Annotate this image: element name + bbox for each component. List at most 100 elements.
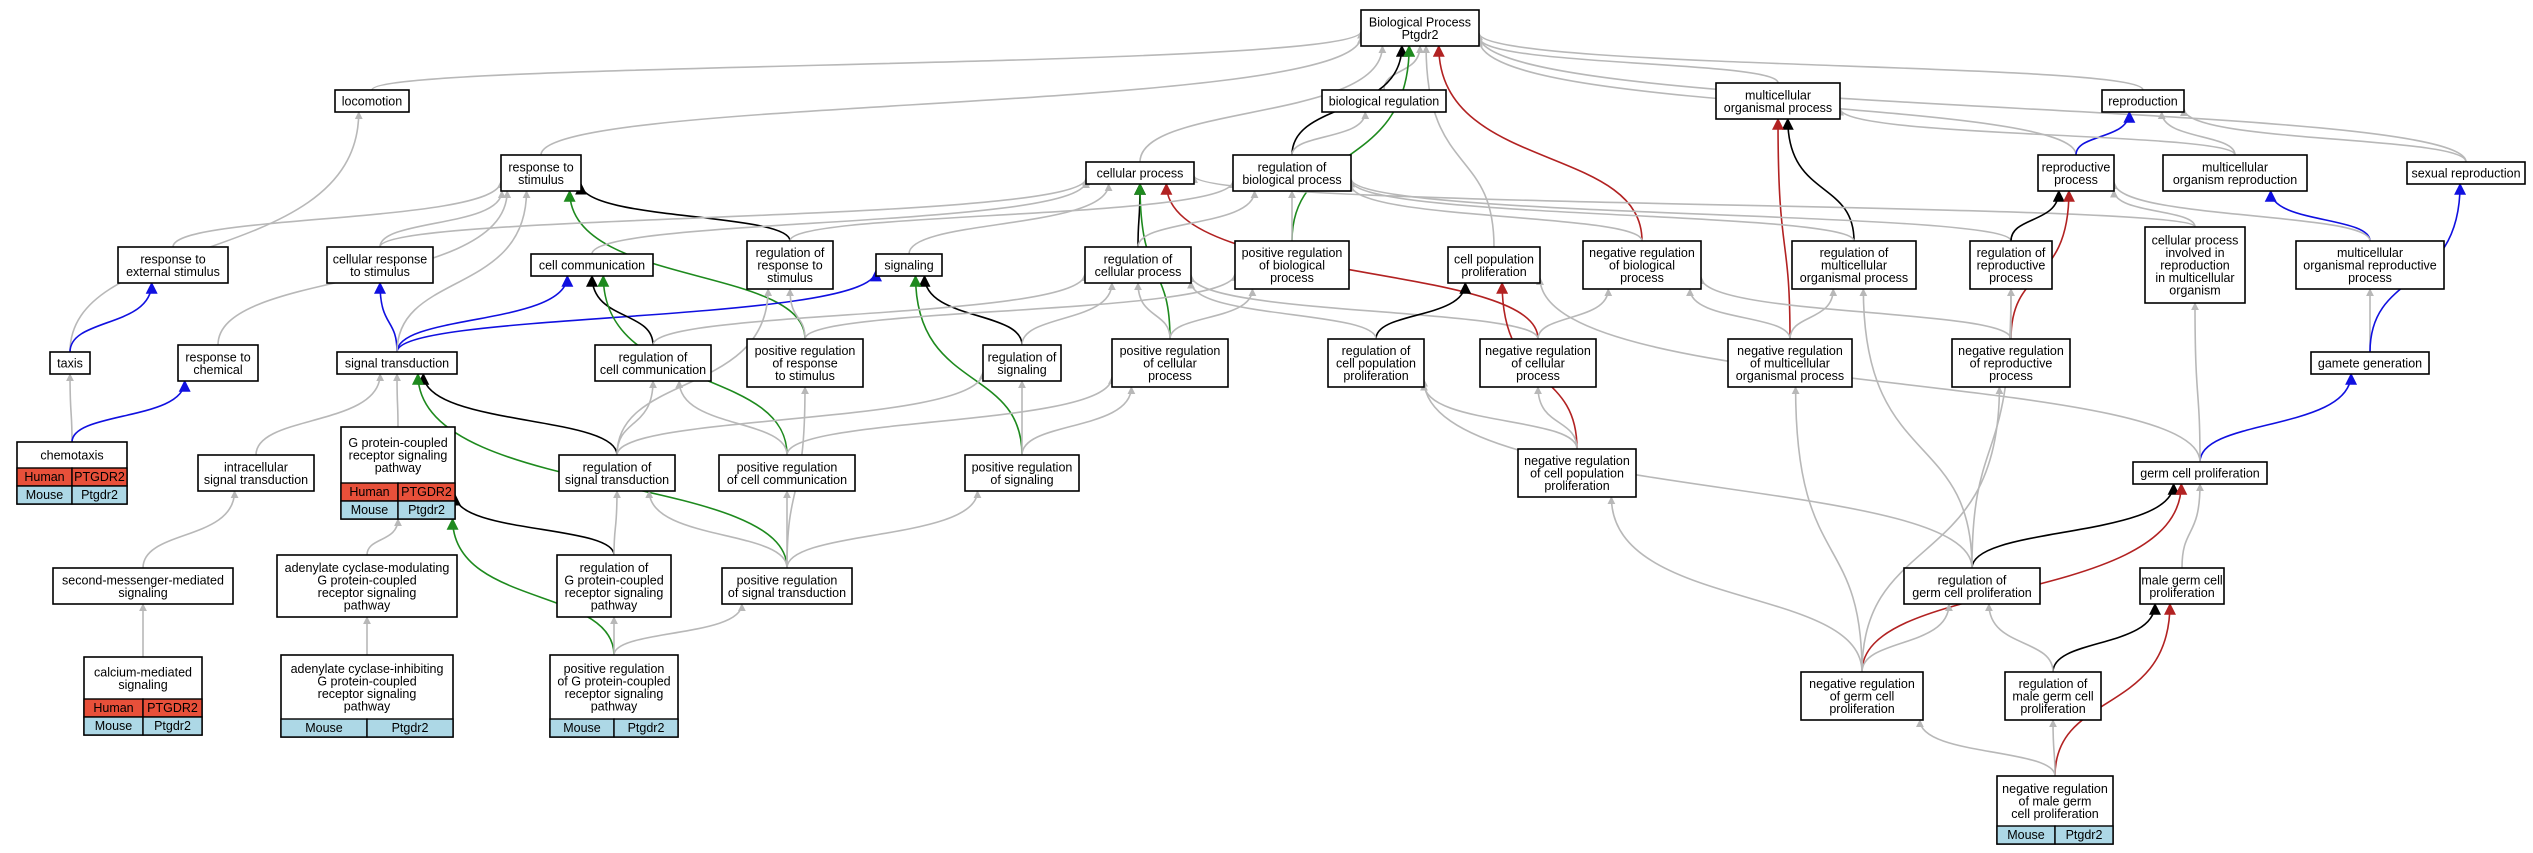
go-term-gamete-generation[interactable]: gamete generation bbox=[2310, 351, 2430, 375]
node-label-line: of response bbox=[772, 357, 837, 371]
node-label-line: negative regulation bbox=[1485, 344, 1591, 358]
go-term-signaling[interactable]: signaling bbox=[875, 253, 943, 277]
go-term-sexual-reproduction[interactable]: sexual reproduction bbox=[2406, 161, 2526, 185]
node-label-line: negative regulation bbox=[1809, 677, 1915, 691]
node-label-line: stimulus bbox=[767, 271, 813, 285]
node-box bbox=[558, 454, 676, 492]
go-term-germ-cell-proliferation[interactable]: germ cell proliferation bbox=[2132, 461, 2268, 485]
go-term-locomotion[interactable]: locomotion bbox=[334, 89, 410, 113]
edge-negative-regulation-of-germ-cell-proliferation-to-regulation-of-germ-cell-proliferation bbox=[1861, 603, 1953, 673]
go-term-signal-transduction[interactable]: signal transduction bbox=[336, 351, 458, 375]
mouse-gene-label[interactable]: Ptgdr2 bbox=[154, 719, 191, 733]
mouse-gene-label[interactable]: Ptgdr2 bbox=[408, 503, 445, 517]
edge-regulation-of-germ-cell-proliferation-to-germ-cell-proliferation bbox=[1971, 482, 2180, 569]
human-gene-label[interactable]: PTGDR2 bbox=[147, 701, 198, 715]
node-label-line: G protein-coupled bbox=[317, 573, 416, 587]
node-label-line: negative regulation bbox=[1524, 454, 1630, 468]
mouse-species-label: Mouse bbox=[351, 503, 389, 517]
edge-positive-regulation-of-cellular-process-to-positive-regulation-of-biological-process bbox=[1169, 288, 1257, 340]
human-gene-label[interactable]: PTGDR2 bbox=[74, 470, 125, 484]
edge-multicellular-organismal-reproductive-process-to-reproductive-process bbox=[2110, 180, 2371, 242]
node-label-line: signaling bbox=[997, 363, 1046, 377]
human-gene-label[interactable]: PTGDR2 bbox=[401, 485, 452, 499]
edge-regulation-of-signaling-to-signaling bbox=[918, 274, 1023, 346]
go-term-cell-communication[interactable]: cell communication bbox=[530, 253, 654, 277]
node-box bbox=[1360, 9, 1480, 47]
node-label-line: process bbox=[1989, 369, 2033, 383]
node-box bbox=[197, 454, 315, 492]
go-term-cellular-process[interactable]: cellular process bbox=[1085, 161, 1195, 185]
mouse-gene-label[interactable]: Ptgdr2 bbox=[81, 488, 118, 502]
mouse-gene-label[interactable]: Ptgdr2 bbox=[392, 721, 429, 735]
node-label-line: proliferation bbox=[1343, 369, 1408, 383]
go-term-biological-regulation[interactable]: biological regulation bbox=[1321, 89, 1447, 113]
node-label-line: of biological bbox=[1259, 259, 1325, 273]
mouse-gene-label[interactable]: Ptgdr2 bbox=[628, 721, 665, 735]
go-term-taxis[interactable]: taxis bbox=[49, 351, 91, 375]
edge-positive-regulation-of-response-to-stimulus-to-positive-regulation-of-biological-process bbox=[804, 272, 1239, 340]
edge-positive-regulation-of-signaling-to-positive-regulation-of-cellular-process bbox=[1021, 386, 1136, 456]
edge-negative-regulation-of-male-germ-cell-proliferation-to-male-germ-cell-proliferation bbox=[2054, 602, 2176, 777]
node-label-line: cell communication bbox=[539, 259, 645, 273]
edge-negative-regulation-of-cellular-process-to-cellular-process bbox=[1160, 182, 1539, 340]
node-box bbox=[500, 154, 582, 192]
edge-intracellular-signal-transduction-to-signal-transduction bbox=[255, 373, 385, 456]
node-label-line: proliferation bbox=[1829, 702, 1894, 716]
mouse-gene-label[interactable]: Ptgdr2 bbox=[2066, 828, 2103, 842]
node-label-line: regulation of bbox=[583, 460, 652, 474]
mouse-species-label: Mouse bbox=[2007, 828, 2045, 842]
node-label-line: negative regulation bbox=[1589, 246, 1695, 260]
node-label-line: receptor signaling bbox=[565, 687, 664, 701]
node-label-line: of cell population bbox=[1530, 467, 1624, 481]
go-term-reproduction[interactable]: reproduction bbox=[2101, 89, 2185, 113]
node-box bbox=[2037, 154, 2115, 192]
edge-regulation-of-signal-transduction-to-regulation-of-signaling bbox=[616, 371, 987, 456]
